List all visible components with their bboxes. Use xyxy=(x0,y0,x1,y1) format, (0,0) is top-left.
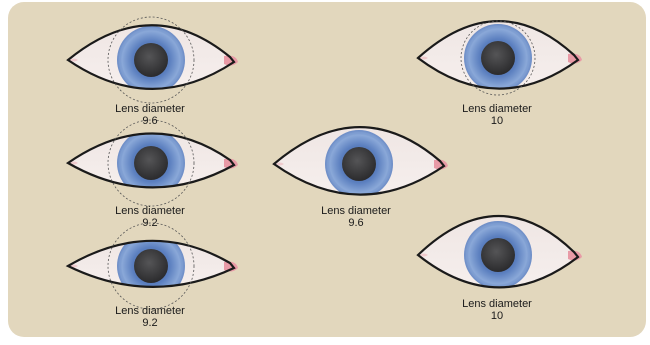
eye-caption-3: Lens diameter 9.2 xyxy=(80,305,220,329)
pupil xyxy=(481,41,515,75)
eye-caption-value: 9.2 xyxy=(80,217,220,229)
eye-caption-value: 9.2 xyxy=(80,317,220,329)
pupil xyxy=(134,249,168,283)
eye-1 xyxy=(68,17,238,103)
eye-caption-2: Lens diameter 9.2 xyxy=(80,205,220,229)
pupil xyxy=(134,146,168,180)
eye-caption-6: Lens diameter 10 xyxy=(427,298,567,322)
eye-caption-value: 10 xyxy=(427,115,567,127)
pupil xyxy=(342,147,376,181)
eye-6 xyxy=(418,216,582,289)
eye-4 xyxy=(274,127,448,198)
eye-2 xyxy=(68,120,238,206)
eye-caption-4: Lens diameter 9.6 xyxy=(286,205,426,229)
eye-caption-value: 9.6 xyxy=(80,115,220,127)
eye-caption-label: Lens diameter xyxy=(80,305,220,317)
pupil xyxy=(134,43,168,77)
eye-caption-label: Lens diameter xyxy=(80,205,220,217)
eye-caption-value: 9.6 xyxy=(286,217,426,229)
pupil xyxy=(481,238,515,272)
eye-caption-label: Lens diameter xyxy=(427,103,567,115)
eye-5 xyxy=(418,21,582,95)
eye-caption-value: 10 xyxy=(427,310,567,322)
eye-caption-1: Lens diameter 9.6 xyxy=(80,103,220,127)
eye-3 xyxy=(68,223,238,309)
eye-caption-5: Lens diameter 10 xyxy=(427,103,567,127)
eye-caption-label: Lens diameter xyxy=(80,103,220,115)
eye-caption-label: Lens diameter xyxy=(286,205,426,217)
eye-caption-label: Lens diameter xyxy=(427,298,567,310)
